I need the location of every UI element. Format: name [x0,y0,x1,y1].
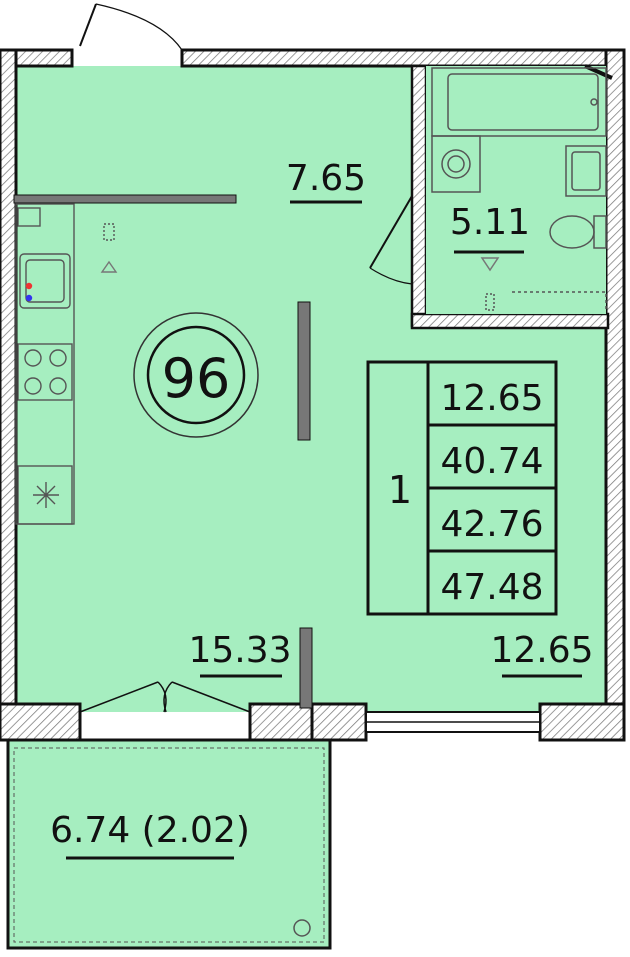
balcony-area-label: 6.74 (2.02) [50,810,250,851]
bathroom-fixtures [431,67,607,312]
balcony-door [79,681,251,713]
right-wall [604,48,626,742]
area-2-value: 40.74 [440,441,543,482]
kitchen-fixtures [15,203,118,525]
kitchen-sink [19,253,71,309]
kitchen-partition [13,194,313,709]
kitchen-area-label: 15.33 [188,630,291,671]
apartment-number-badge: 96 [133,312,259,438]
bathroom-door [369,195,413,285]
bottom-wall-2 [248,702,314,742]
washing-machine [431,135,481,193]
stove [17,343,73,401]
fridge [17,465,73,525]
bottom-wall-1 [0,702,82,742]
balcony [6,738,332,950]
room-count: 1 [388,468,412,512]
left-wall [0,48,18,742]
top-wall-right [180,48,624,68]
bathtub [431,67,607,137]
sink-bath [565,145,607,197]
bottom-wall-3 [310,702,368,742]
bottom-wall-4 [538,702,626,742]
living-area-value: 12.65 [440,378,543,419]
area-3-value: 42.76 [440,504,543,545]
bathroom-area-label: 5.11 [450,202,530,243]
hallway-area-label: 7.65 [286,158,366,199]
room-labels: 7.65 5.11 15.33 12.65 6.74 (2.02) [50,158,594,860]
balcony-fill [8,740,330,948]
bedroom-area-label: 12.65 [490,630,593,671]
area-summary-table: 1 12.65 40.74 42.76 47.48 [366,360,558,616]
entrance-door [71,3,183,66]
bathroom-walls [410,64,613,330]
apartment-number: 96 [162,347,231,410]
total-area-value: 47.48 [440,567,543,608]
bedroom-window [365,711,541,733]
